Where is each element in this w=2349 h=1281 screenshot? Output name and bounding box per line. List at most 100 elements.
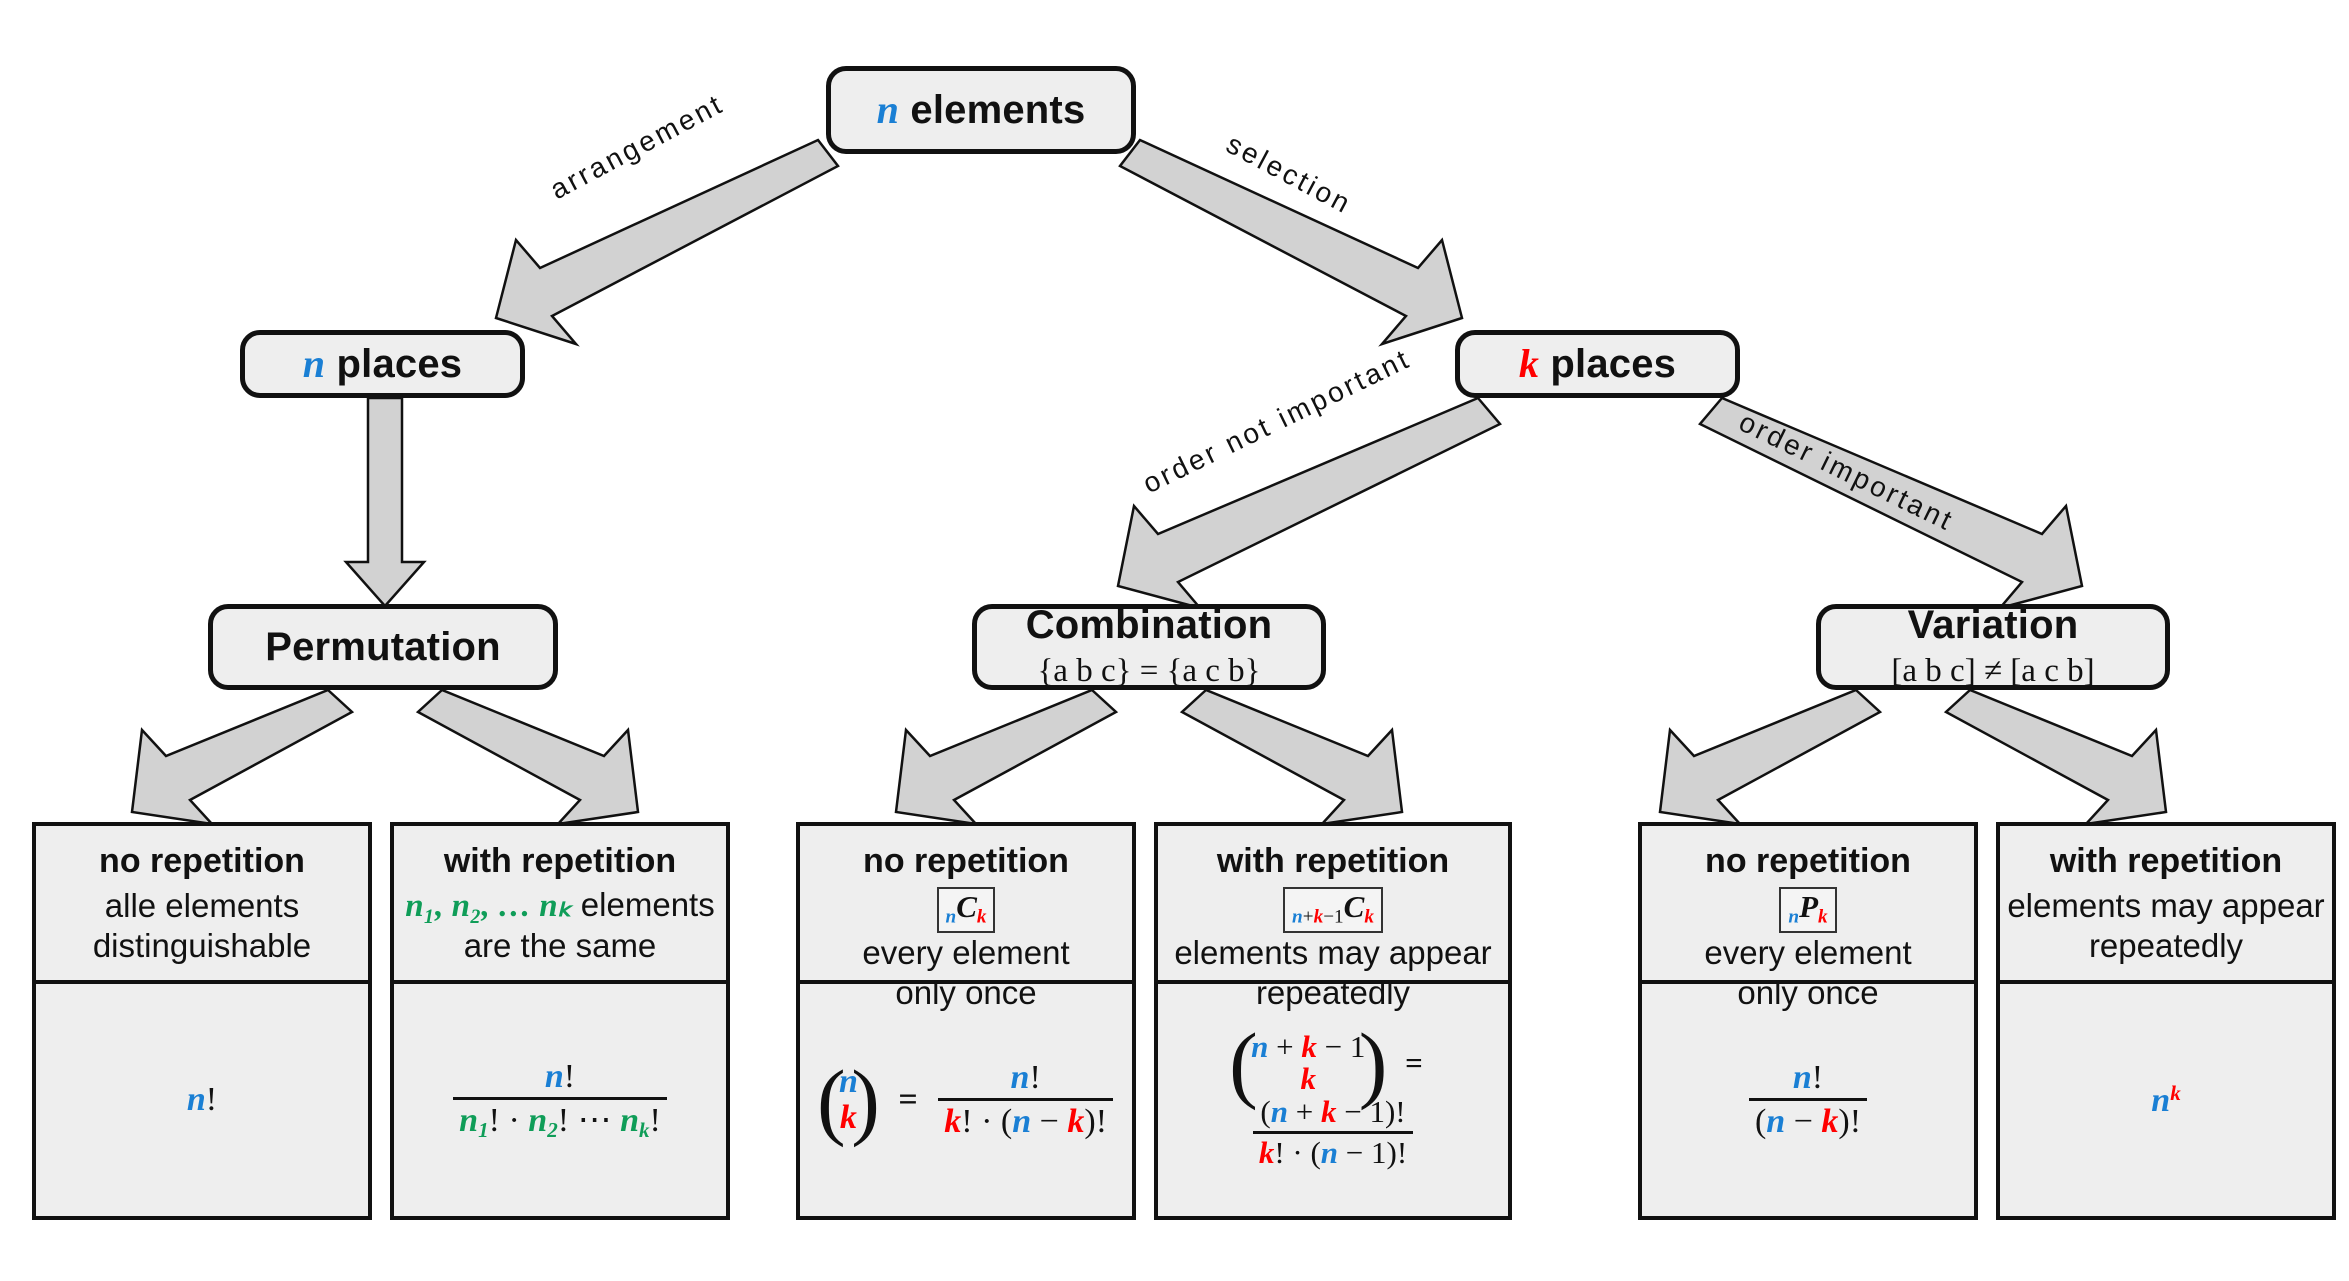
node-k-places-text: places [1550, 342, 1677, 386]
leaf-desc: elements may appear repeatedly [1174, 933, 1492, 1011]
var-n: n [302, 341, 326, 386]
fraction-numerator: (n + k − 1)! [1260, 1094, 1406, 1129]
fraction-denominator: n1! · n2! ⋯ nk! [453, 1096, 667, 1141]
leaf-top-cell: no repetition alle elements distinguisha… [36, 826, 368, 984]
node-variation-title: Variation [1907, 603, 2079, 648]
fraction-numerator: n! [544, 1058, 576, 1096]
leaf-combination-with-repetition[interactable]: with repetition n+k−1Ck elements may app… [1154, 822, 1512, 1220]
arrow-variation-left [1658, 688, 1883, 826]
leaf-top-cell: with repetition n₁, n₂, … nₖ elements ar… [394, 826, 726, 984]
leaf-desc: every element only once [1704, 933, 1912, 1011]
node-combination[interactable]: Combination {a b c} = {a c b} [972, 603, 1326, 690]
paren-right: ) [1358, 1015, 1388, 1112]
leaf-formula: nk [2151, 1082, 2180, 1119]
factorial-sign: ! [205, 1081, 218, 1119]
leaf-top-cell: with repetition elements may appear repe… [2000, 826, 2332, 984]
node-n-elements-title: n elements [876, 87, 1086, 133]
leaf-permutation-no-repetition[interactable]: no repetition alle elements distinguisha… [32, 822, 372, 1220]
fraction-denominator: (n − k)! [1748, 1098, 1868, 1140]
paren-left: ( [1229, 1015, 1258, 1112]
arrow-n-places-to-permutation [343, 396, 427, 608]
leaf-bottom-cell: n! n1! · n2! ⋯ nk! [394, 984, 726, 1216]
leaf-variation-no-repetition[interactable]: no repetition nPk every element only onc… [1638, 822, 1978, 1220]
node-permutation[interactable]: Permutation [208, 604, 558, 690]
fraction-numerator: n! [1010, 1059, 1041, 1097]
node-combination-subtitle: {a b c} = {a c b} [1037, 653, 1261, 690]
node-n-elements-text: elements [910, 88, 1086, 132]
var-n: n [186, 1081, 206, 1119]
arrow-arrangement [494, 138, 840, 347]
leaf-desc: every element only once [862, 933, 1070, 1011]
leaf-formula: n! n1! · n2! ⋯ nk! [453, 1059, 667, 1141]
leaf-bottom-cell: n! [36, 984, 368, 1216]
fraction: n! n1! · n2! ⋯ nk! [453, 1059, 667, 1141]
arrow-combination-right [1179, 688, 1404, 826]
leaf-desc: alle elements distinguishable [92, 886, 312, 964]
paren-left: ( [816, 1051, 846, 1148]
fraction: n! k! · (n − k)! [938, 1059, 1114, 1140]
leaf-bottom-cell: n! (n − k)! [1642, 984, 1974, 1216]
fraction: n! (n − k)! [1748, 1059, 1868, 1140]
leaf-head: no repetition [863, 842, 1069, 880]
leaf-head: with repetition [443, 842, 677, 880]
var-n: n [876, 87, 900, 132]
edge-label-order-not-important: order not important [1137, 342, 1416, 500]
node-n-elements[interactable]: n elements [826, 66, 1136, 154]
var-k: k [1518, 341, 1540, 386]
leaf-top-cell: with repetition n+k−1Ck elements may app… [1158, 826, 1508, 1011]
fraction-denominator: k! · (n − k)! [938, 1098, 1114, 1140]
node-permutation-title: Permutation [265, 625, 501, 669]
arrow-variation-right [1943, 688, 2168, 826]
var-k-exponent: k [2170, 1080, 2181, 1105]
leaf-head: with repetition [1216, 842, 1450, 880]
leaf-desc-text: elements are the same [463, 885, 715, 964]
leaf-head: no repetition [1705, 842, 1911, 880]
leaf-bottom-cell: nk [2000, 984, 2332, 1216]
equals-sign: = [1405, 1045, 1423, 1081]
edge-label-arrangement: arrangement [544, 87, 729, 206]
equals-sign: = [898, 1081, 918, 1119]
leaf-permutation-with-repetition[interactable]: with repetition n₁, n₂, … nₖ elements ar… [390, 822, 730, 1220]
leaf-desc-prefix: n₁, n₂, … nₖ [405, 887, 572, 924]
leaf-top-cell: no repetition nCk every element only onc… [800, 826, 1132, 1011]
node-n-places-title: n places [302, 341, 463, 387]
leaf-head: no repetition [99, 842, 305, 880]
fraction-numerator: n! [1792, 1059, 1824, 1097]
leaf-symbol-npkm1Ck: n+k−1Ck [1283, 887, 1383, 933]
leaf-desc: n₁, n₂, … nₖ elements are the same [405, 885, 714, 967]
fraction-denominator: k! · (n − 1)! [1252, 1130, 1414, 1170]
leaf-symbol-nCk: nCk [936, 887, 996, 933]
leaf-head: with repetition [2049, 842, 2283, 880]
leaf-symbol-nPk: nPk [1779, 887, 1837, 933]
edge-label-order-important: order important [1734, 406, 1960, 537]
edge-label-selection: selection [1221, 128, 1358, 220]
fraction: (n + k − 1)! k! · (n − 1)! [1252, 1094, 1414, 1170]
arrow-permutation-right [415, 688, 640, 826]
leaf-desc: elements may appear repeatedly [2007, 886, 2325, 964]
node-n-places-text: places [336, 342, 463, 386]
arrow-order-not-important [1116, 396, 1502, 611]
leaf-combination-no-repetition[interactable]: no repetition nCk every element only onc… [796, 822, 1136, 1220]
leaf-variation-with-repetition[interactable]: with repetition elements may appear repe… [1996, 822, 2336, 1220]
node-k-places[interactable]: k places [1455, 330, 1740, 398]
leaf-top-cell: no repetition nPk every element only onc… [1642, 826, 1974, 1011]
leaf-formula: n! (n − k)! [1748, 1059, 1868, 1140]
node-combination-title: Combination [1025, 603, 1273, 648]
leaf-formula: n! [187, 1082, 217, 1118]
arrow-combination-left [894, 688, 1119, 826]
node-k-places-title: k places [1518, 341, 1677, 387]
arrow-permutation-left [130, 688, 355, 826]
node-variation-subtitle: [a b c] ≠ [a c b] [1891, 653, 2095, 690]
node-variation[interactable]: Variation [a b c] ≠ [a c b] [1816, 603, 2170, 690]
var-n: n [2151, 1081, 2171, 1119]
node-n-places[interactable]: n places [240, 330, 525, 398]
